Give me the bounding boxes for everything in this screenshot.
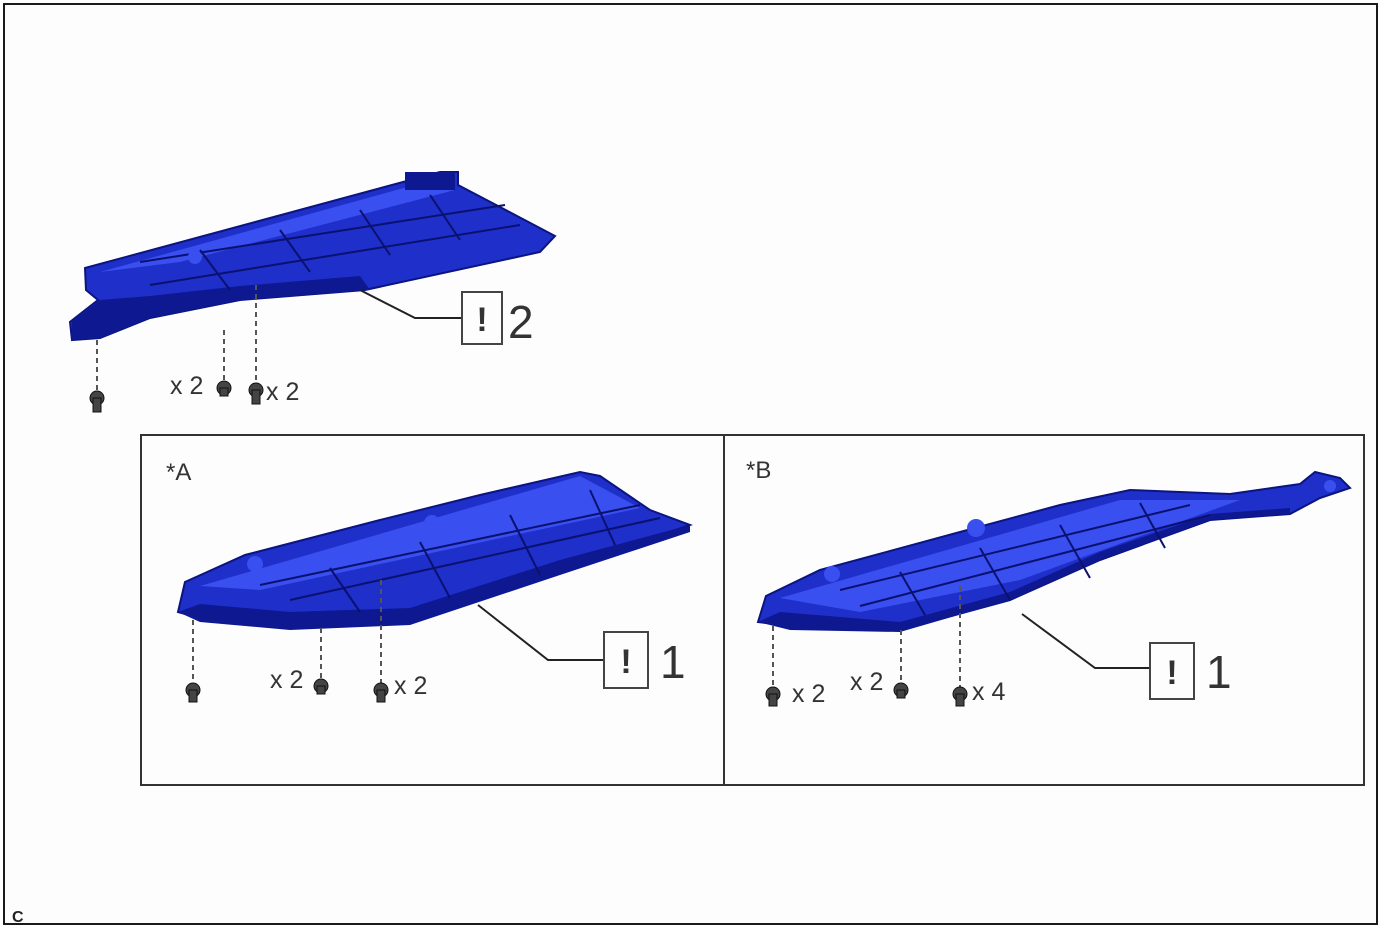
panel-b-quantity-front-bolt: x 2: [792, 680, 825, 708]
bolt-icon: [185, 682, 201, 703]
call-out-number: 1: [1206, 646, 1232, 698]
call-out-number: 1: [660, 636, 686, 688]
illustration-frame: [3, 3, 1378, 925]
caution-mark: !: [476, 301, 487, 339]
bolt-icon: [248, 382, 264, 405]
panel-b-quantity-bolt: x 4: [972, 678, 1005, 706]
top-fasteners: x 2 x 2: [89, 285, 299, 413]
top-under-cover: [68, 171, 557, 342]
panel-b-label: *B: [746, 457, 771, 484]
bolt-icon: [89, 390, 105, 413]
panel-a-fasteners: x 2 x 2: [185, 580, 427, 703]
panel-b-under-cover: [756, 470, 1352, 632]
clip-icon: [893, 682, 909, 699]
panel-a-label: *A: [166, 459, 191, 486]
clip-icon: [313, 678, 329, 695]
caution-box-icon: [1149, 642, 1195, 700]
corner-label: C: [12, 909, 24, 926]
panel-b-fasteners: x 2 x 2 x 4: [765, 586, 1005, 708]
call-out-number: 2: [508, 296, 534, 348]
caution-box-icon: [461, 291, 503, 345]
caution-box-icon: [603, 631, 649, 689]
panel-a-call-out: ! 1: [477, 604, 686, 689]
bolt-icon: [373, 682, 389, 703]
bolt-icon: [952, 686, 968, 707]
panel-b-quantity-clip: x 2: [850, 668, 883, 696]
top-call-out: ! 2: [359, 289, 534, 348]
caution-mark: !: [1166, 654, 1177, 692]
panel-a-quantity-bolt: x 2: [394, 672, 427, 700]
panel-b-frame: [723, 434, 1365, 786]
panel-b-call-out: ! 1: [1021, 613, 1232, 700]
clip-icon: [216, 380, 232, 397]
bolt-icon: [765, 686, 781, 707]
panel-a-under-cover: [176, 470, 693, 630]
panel-a-quantity-clip: x 2: [270, 666, 303, 694]
top-quantity-bolt: x 2: [266, 378, 299, 406]
caution-mark: !: [620, 643, 631, 681]
top-quantity-clip: x 2: [170, 372, 203, 400]
